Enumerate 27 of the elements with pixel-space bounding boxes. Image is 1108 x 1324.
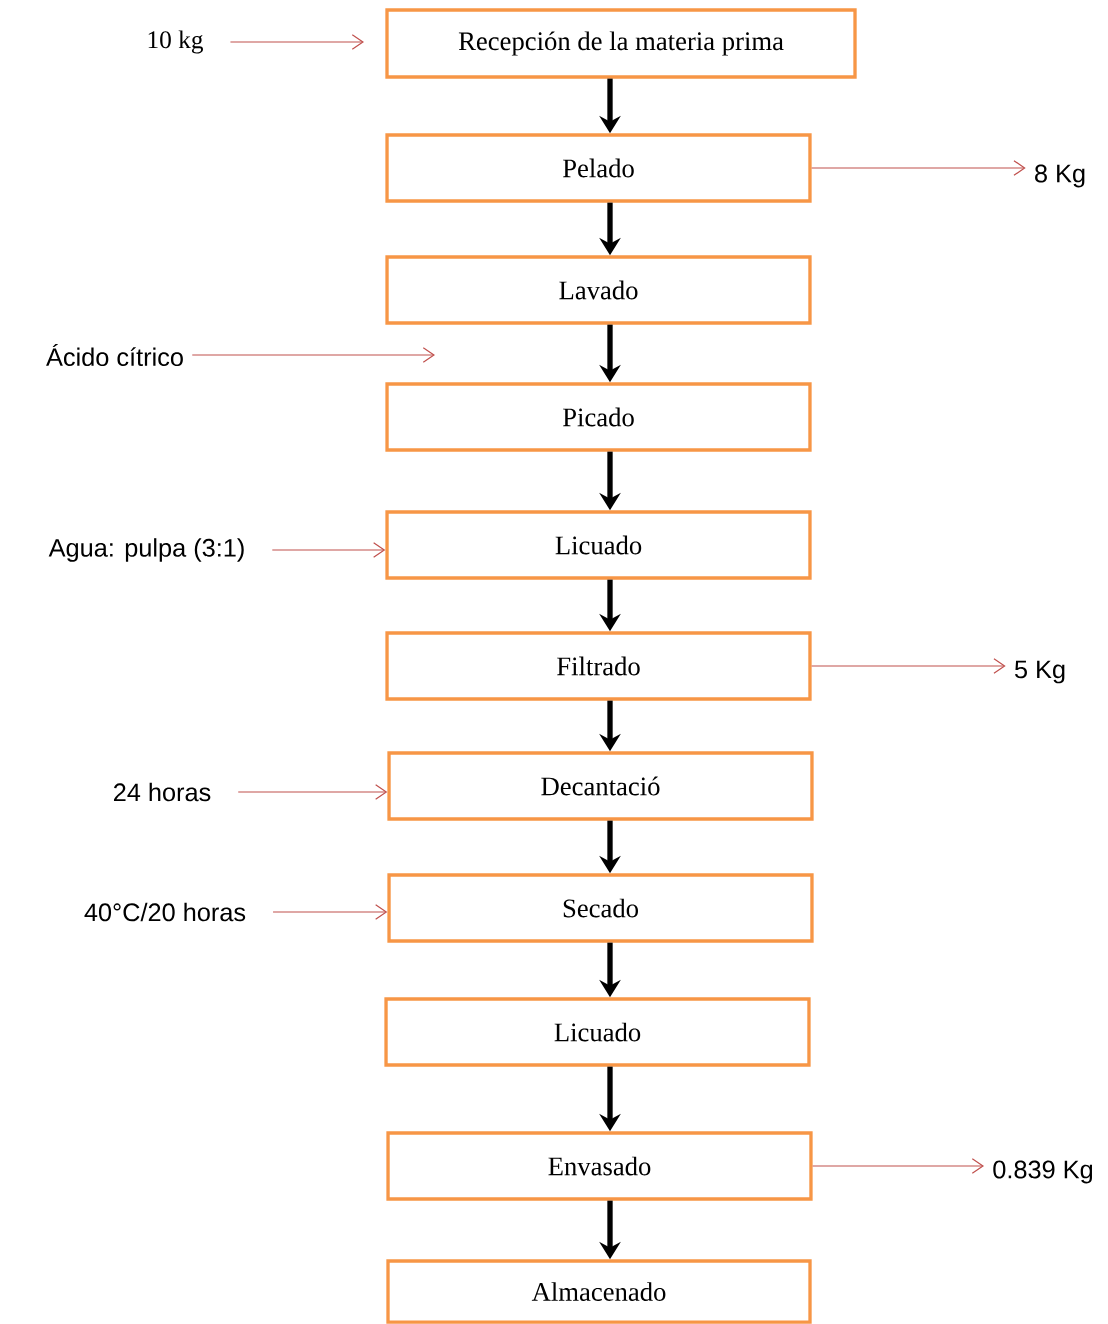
arrow: [271, 542, 386, 558]
arrow: [272, 904, 388, 920]
side-note: 5 Kg: [1014, 660, 1065, 684]
side-note: Agua: pulpa (3:1): [48, 538, 244, 562]
process-box: Envasado: [386, 1131, 813, 1201]
process-box: Filtrado: [385, 631, 812, 701]
process-box: Recepción de la materia prima: [385, 8, 857, 79]
arrow: [191, 347, 435, 363]
side-note: Ácido cítrico: [46, 343, 183, 367]
arrow: [811, 160, 1026, 176]
arrow: [237, 784, 388, 800]
arrow: [811, 658, 1006, 674]
process-box: Licuado: [384, 997, 811, 1067]
process-box: Secado: [387, 873, 814, 943]
process-box: Decantació: [387, 751, 814, 821]
side-note: 0.839 Kg: [993, 1160, 1093, 1184]
side-note: 8 Kg: [1035, 164, 1085, 188]
process-box: Lavado: [385, 255, 812, 325]
process-box: Licuado: [385, 510, 812, 580]
arrow: [229, 34, 364, 50]
side-note: 40°C/20 horas: [84, 902, 246, 922]
process-box: Almacenado: [386, 1259, 812, 1324]
process-box: Picado: [385, 382, 812, 452]
process-box: Pelado: [385, 133, 812, 203]
side-note: 10 kg: [148, 30, 203, 54]
arrow: [812, 1158, 985, 1174]
side-note: 24 horas: [114, 782, 211, 802]
